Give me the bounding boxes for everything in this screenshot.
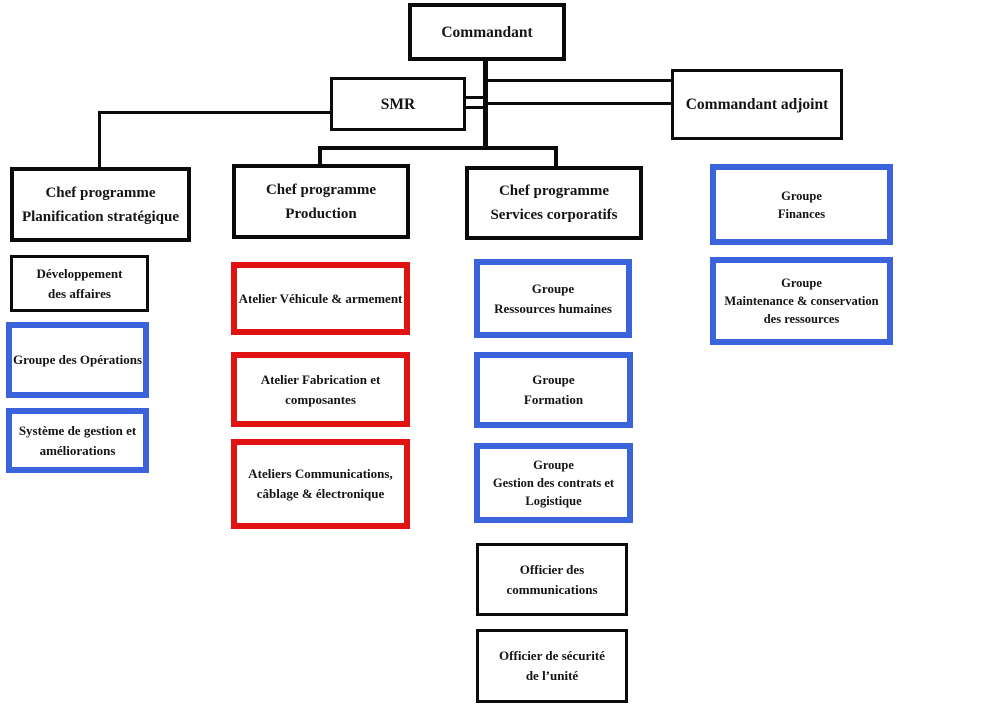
org-node-label: Gestion des contrats et	[492, 476, 615, 490]
org-node-label: Groupe	[781, 276, 822, 290]
org-node-label: Planification stratégique	[21, 208, 180, 225]
org-node-atelier-vehicule: Atelier Véhicule & armement	[231, 262, 410, 335]
org-node-groupe-finances: Groupe Finances	[710, 164, 893, 245]
org-node-groupe-rh: Groupe Ressources humaines	[474, 259, 632, 338]
org-node-systeme-gestion: Système de gestion et améliorations	[6, 408, 149, 473]
org-node-label: des ressources	[763, 312, 840, 326]
org-node-label: Groupe	[531, 280, 575, 296]
connector-adjoint-bottom	[483, 102, 671, 105]
org-node-label: Maintenance & conservation	[724, 294, 879, 308]
org-node-label: Groupe	[781, 188, 822, 203]
org-node-officier-securite: Officier de sécurité de l’unité	[476, 629, 628, 703]
org-node-label: Groupe des Opérations	[12, 352, 143, 367]
org-node-groupe-operations: Groupe des Opérations	[6, 322, 149, 398]
org-node-label: Services corporatifs	[490, 207, 618, 223]
org-node-label: SMR	[380, 95, 416, 113]
connector-adjoint-top	[483, 79, 671, 82]
connector-commandant-vertical	[483, 61, 488, 150]
org-node-label: Système de gestion et	[18, 422, 137, 438]
org-node-groupe-maintenance: Groupe Maintenance & conservation des re…	[710, 257, 893, 345]
org-node-label: Groupe	[533, 458, 574, 472]
org-node-label: Ressources humaines	[494, 300, 612, 316]
org-node-commandant-adjoint: Commandant adjoint	[671, 69, 843, 140]
org-node-label: Logistique	[525, 494, 582, 508]
org-node-atelier-fabrication: Atelier Fabrication et composantes	[231, 352, 410, 427]
org-node-developpement-affaires: Développement des affaires	[10, 255, 149, 312]
org-node-label: Atelier Fabrication et	[260, 371, 381, 387]
org-node-label: Formation	[523, 392, 584, 407]
connector-production-drop	[318, 146, 322, 167]
org-node-chef-planification: Chef programme Planification stratégique	[10, 167, 191, 242]
org-node-label: Finances	[777, 206, 826, 221]
connector-left-vertical	[98, 111, 101, 167]
org-node-label: des affaires	[48, 285, 111, 301]
org-node-chef-services: Chef programme Services corporatifs	[465, 166, 643, 240]
org-node-smr: SMR	[330, 77, 466, 131]
org-node-label: de l’unité	[525, 668, 579, 683]
connector-middle-horizontal	[318, 146, 558, 150]
org-node-label: Groupe	[532, 372, 575, 387]
connector-left-horizontal	[98, 111, 330, 114]
org-node-groupe-contrats: Groupe Gestion des contrats et Logistiqu…	[474, 443, 633, 523]
org-node-label: Officier de sécurité	[499, 648, 605, 663]
connector-services-drop	[554, 146, 558, 166]
org-node-label: communications	[506, 581, 598, 597]
org-node-officier-communications: Officier des communications	[476, 543, 628, 616]
org-node-label: câblage & électronique	[256, 486, 385, 501]
org-node-label: Production	[285, 205, 357, 222]
org-node-label: Ateliers Communications,	[248, 466, 393, 481]
connector-smr-stub-top	[466, 96, 483, 99]
org-node-label: améliorations	[39, 442, 116, 458]
org-node-chef-production: Chef programme Production	[232, 164, 410, 239]
org-node-label: Officier des	[519, 561, 585, 577]
org-node-label: Atelier Véhicule & armement	[238, 290, 403, 306]
org-node-commandant: Commandant	[408, 3, 566, 61]
org-node-label: Commandant	[441, 23, 533, 41]
org-node-ateliers-communications: Ateliers Communications, câblage & élect…	[231, 439, 410, 529]
connector-smr-stub-bottom	[466, 106, 483, 109]
org-node-groupe-formation: Groupe Formation	[474, 352, 633, 428]
org-node-label: Commandant adjoint	[685, 96, 829, 113]
org-node-label: Développement	[36, 265, 123, 281]
org-node-label: composantes	[285, 391, 356, 407]
org-node-label: Chef programme	[45, 184, 156, 201]
org-node-label: Chef programme	[498, 183, 610, 199]
org-node-label: Chef programme	[265, 181, 377, 198]
